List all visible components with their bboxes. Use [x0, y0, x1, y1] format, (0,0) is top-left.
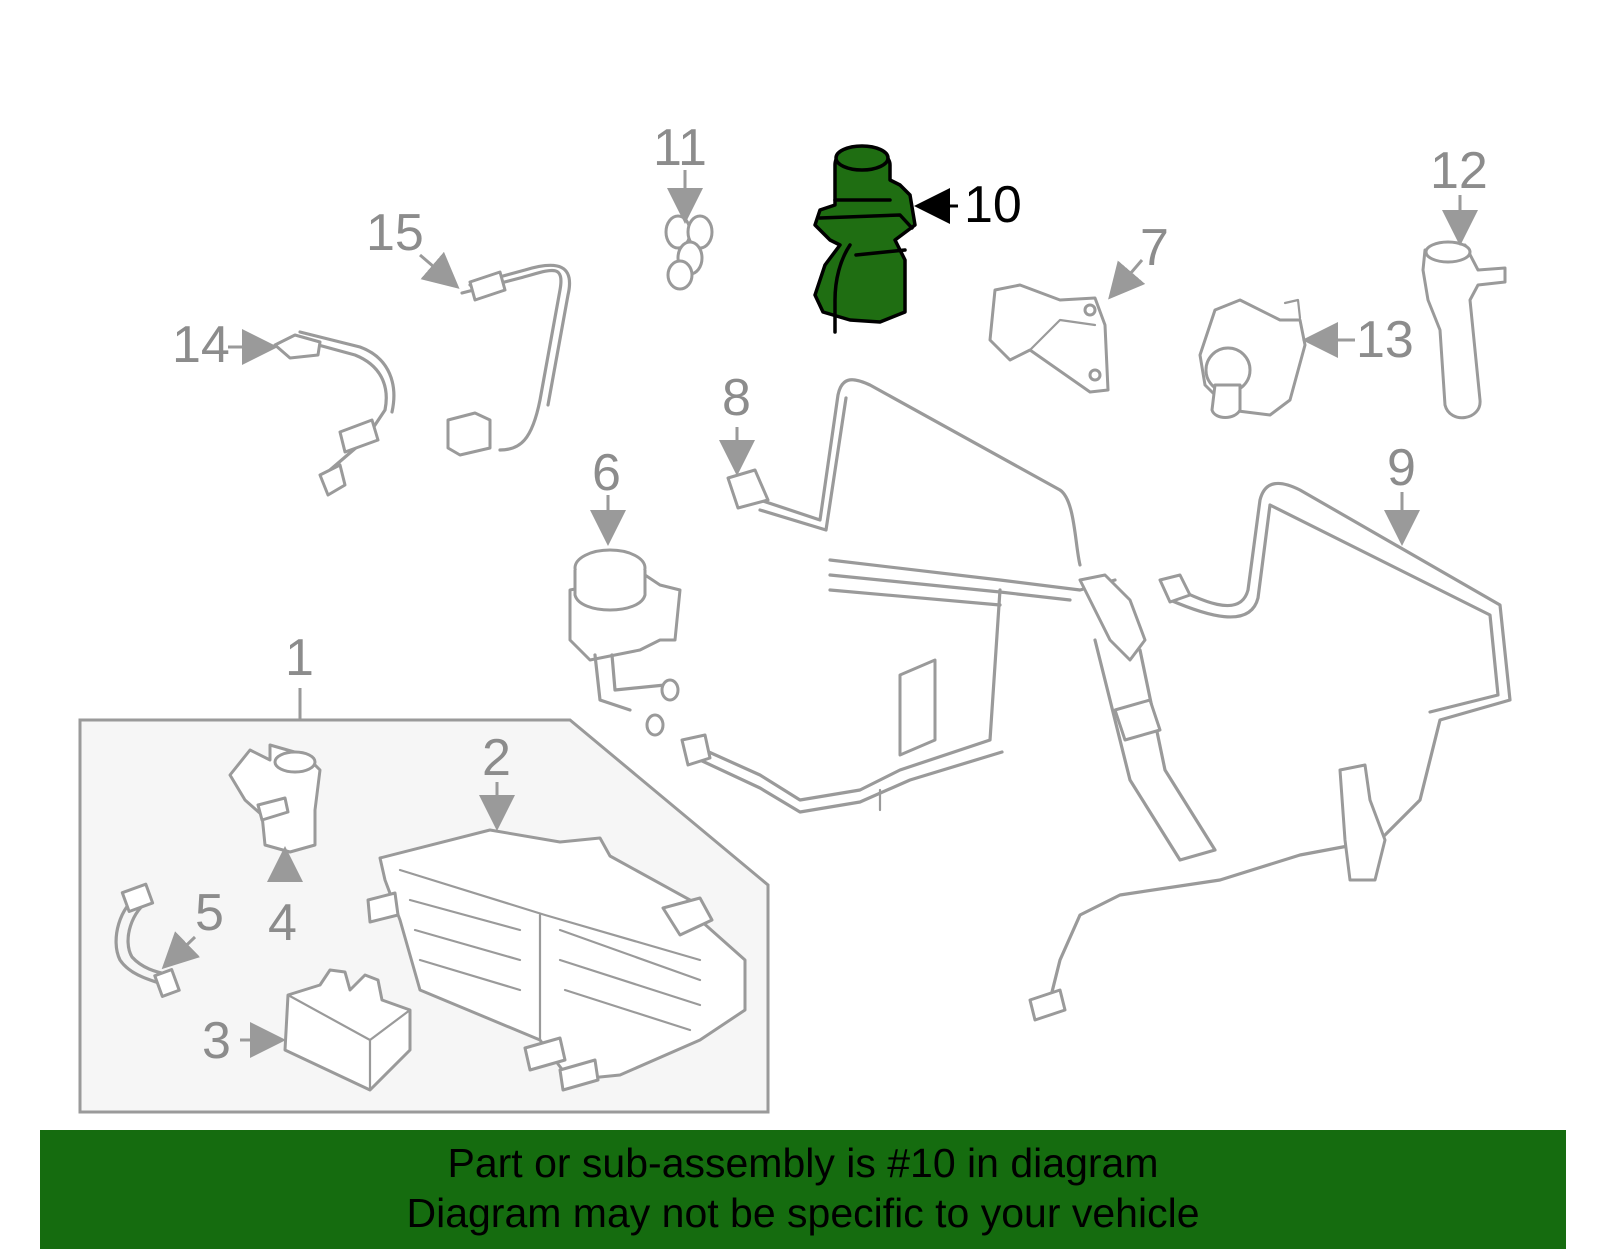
part-9-vacuum-line[interactable]: [1028, 481, 1512, 1022]
part-8-vacuum-line[interactable]: [680, 378, 1217, 862]
callout-4[interactable]: 4: [268, 894, 297, 952]
notice-part-reference: Part or sub-assembly is #10 in diagram: [447, 1140, 1159, 1186]
callout-10[interactable]: 10: [964, 176, 1022, 234]
callout-1[interactable]: 1: [285, 629, 314, 687]
callout-15[interactable]: 15: [366, 204, 424, 262]
callout-12[interactable]: 12: [1430, 142, 1488, 200]
callout-9[interactable]: 9: [1387, 439, 1416, 497]
callout-3[interactable]: 3: [202, 1012, 231, 1070]
callout-5[interactable]: 5: [195, 884, 224, 942]
callout-6[interactable]: 6: [592, 444, 621, 502]
callout-2[interactable]: 2: [482, 729, 511, 787]
part-6-vacuum-valve[interactable]: [568, 548, 682, 737]
callout-11[interactable]: 11: [653, 119, 707, 177]
callout-arrows: [161, 170, 1478, 1058]
part-4-purge-valve[interactable]: [228, 743, 322, 854]
part-2-charcoal-canister[interactable]: [366, 828, 747, 1092]
part-5-hose[interactable]: [114, 882, 181, 998]
part-7-bracket[interactable]: [988, 283, 1110, 394]
part-10-egr-valve[interactable]: [813, 144, 917, 334]
callout-14[interactable]: 14: [172, 316, 230, 374]
callout-labels: 1 2 3 4 5 6 7 8 9 10 11 12 13 14 15: [172, 119, 1488, 1070]
callout-13[interactable]: 13: [1356, 311, 1414, 369]
part-11-seals[interactable]: [664, 214, 714, 291]
callout-7[interactable]: 7: [1140, 219, 1169, 277]
part-3-bracket[interactable]: [283, 968, 412, 1092]
part-12-hose[interactable]: [1421, 240, 1507, 420]
notice-disclaimer: Diagram may not be specific to your vehi…: [406, 1190, 1200, 1236]
part-15-oxygen-sensor[interactable]: [446, 263, 571, 457]
part-13-sensor[interactable]: [1198, 298, 1307, 419]
callout-8[interactable]: 8: [722, 369, 751, 427]
diagram-notice-banner: Part or sub-assembly is #10 in diagram D…: [40, 1130, 1566, 1249]
part-14-oxygen-sensor[interactable]: [273, 330, 396, 497]
